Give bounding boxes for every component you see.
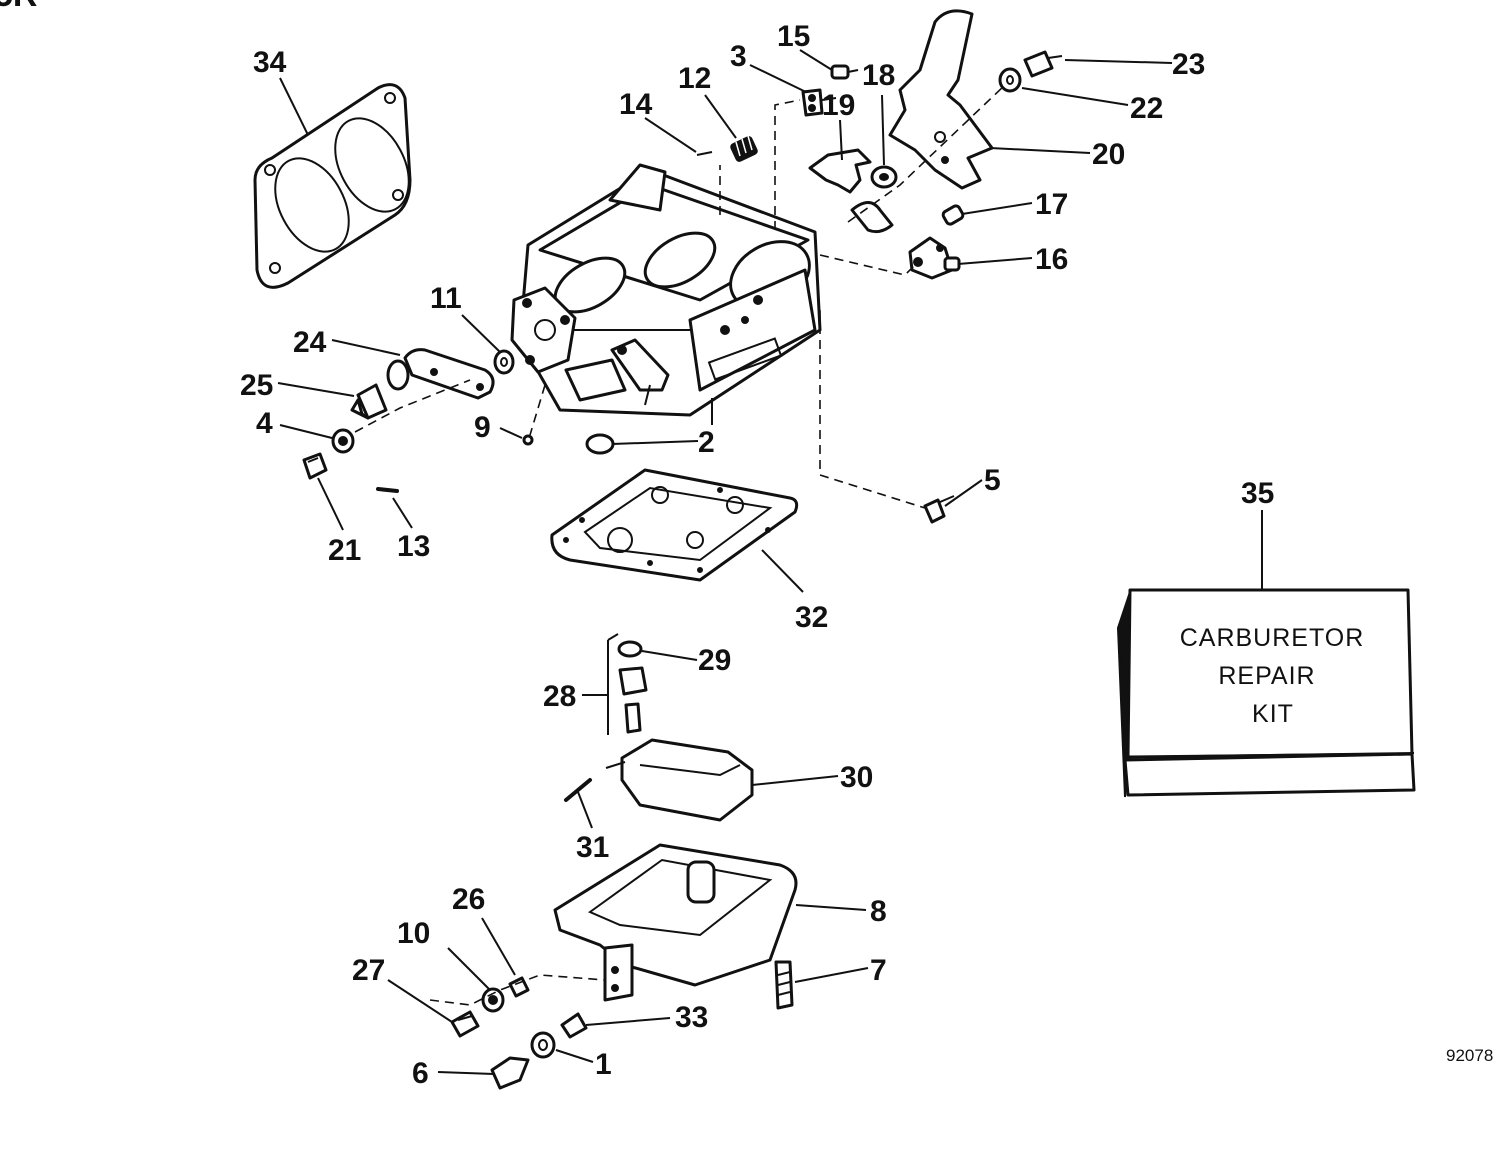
callout-23: 23: [1172, 48, 1205, 81]
screw-15: [830, 64, 859, 80]
spring-12: [730, 135, 758, 162]
callout-13: 13: [397, 530, 430, 563]
flange-gasket-34: [253, 83, 412, 289]
callout-26: 26: [452, 883, 485, 916]
screw-23: [1023, 50, 1063, 78]
callout-30: 30: [840, 761, 873, 794]
repair-kit-box-35: CARBURETOR REPAIR KIT: [1116, 510, 1416, 798]
callout-24: 24: [293, 326, 327, 359]
callout-17: 17: [1035, 188, 1068, 221]
lever-19: [808, 148, 894, 234]
fitting-33: [560, 1012, 588, 1039]
callout-18: 18: [862, 59, 895, 92]
callout-29: 29: [698, 644, 731, 677]
throttle-lever-20: [888, 9, 994, 190]
washer-11: [493, 349, 515, 375]
callout-14: 14: [619, 88, 653, 121]
callout-28: 28: [543, 680, 576, 713]
kit-label-line2: REPAIR: [1218, 662, 1315, 690]
callout-19: 19: [822, 89, 855, 122]
washer-1: [530, 1031, 556, 1059]
disc-2: [585, 433, 615, 455]
cam-16: [908, 236, 961, 280]
callout-2: 2: [698, 426, 715, 459]
carburetor-body: [510, 163, 822, 425]
screw-5: [923, 495, 955, 524]
corner-label: 5R: [0, 0, 37, 14]
washer-18: [870, 165, 898, 189]
float-bowl-8: [553, 843, 798, 1002]
gasket-29: [617, 640, 643, 658]
callout-22: 22: [1130, 92, 1163, 125]
callout-12: 12: [678, 62, 711, 95]
assembly-lines: [354, 84, 1006, 1006]
bracket-3: [801, 88, 837, 117]
callout-3: 3: [730, 40, 747, 73]
callout-1: 1: [595, 1048, 612, 1081]
washer-22: [998, 67, 1022, 93]
ball-9: [522, 434, 534, 446]
callout-27: 27: [352, 954, 385, 987]
kit-label-line1: CARBURETOR: [1180, 624, 1365, 652]
pin-13: [376, 487, 399, 493]
callout-31: 31: [576, 831, 609, 864]
callout-4: 4: [256, 407, 273, 440]
valve-25: [350, 383, 388, 420]
callout-32: 32: [795, 601, 828, 634]
plug-21: [302, 452, 328, 480]
callout-11: 11: [430, 282, 462, 315]
screw-7: [774, 960, 794, 1010]
callout-15: 15: [777, 20, 810, 53]
float-30: [605, 738, 754, 822]
callout-10: 10: [397, 917, 430, 950]
leader-lines: [277, 49, 1173, 1075]
callout-16: 16: [1035, 243, 1068, 276]
callout-20: 20: [1092, 138, 1125, 171]
screw-26: [508, 976, 530, 998]
callout-25: 25: [240, 369, 273, 402]
callout-34: 34: [253, 46, 287, 79]
washer-4: [331, 428, 355, 454]
pin-31: [564, 778, 592, 802]
callout-6: 6: [412, 1057, 429, 1090]
callout-labels: 34 15 3 12 14 19 18 23 22 20 17 16 11 24…: [240, 20, 1274, 1090]
float-needle-28: [607, 633, 648, 735]
plate-24: [386, 348, 495, 400]
callout-35: 35: [1241, 477, 1274, 510]
callout-9: 9: [474, 411, 491, 444]
callout-21: 21: [328, 534, 361, 567]
kit-label-line3: KIT: [1252, 700, 1294, 728]
screw-17: [941, 204, 965, 226]
pin-14: [696, 151, 713, 156]
jet-27: [450, 1010, 480, 1038]
figure-number: 92078: [1446, 1046, 1493, 1065]
callout-33: 33: [675, 1001, 708, 1034]
bowl-gasket-32: [550, 468, 799, 582]
callout-8: 8: [870, 895, 887, 928]
callout-5: 5: [984, 464, 1001, 497]
callout-7: 7: [870, 954, 887, 987]
washer-10: [481, 987, 505, 1013]
plug-6: [490, 1056, 530, 1090]
